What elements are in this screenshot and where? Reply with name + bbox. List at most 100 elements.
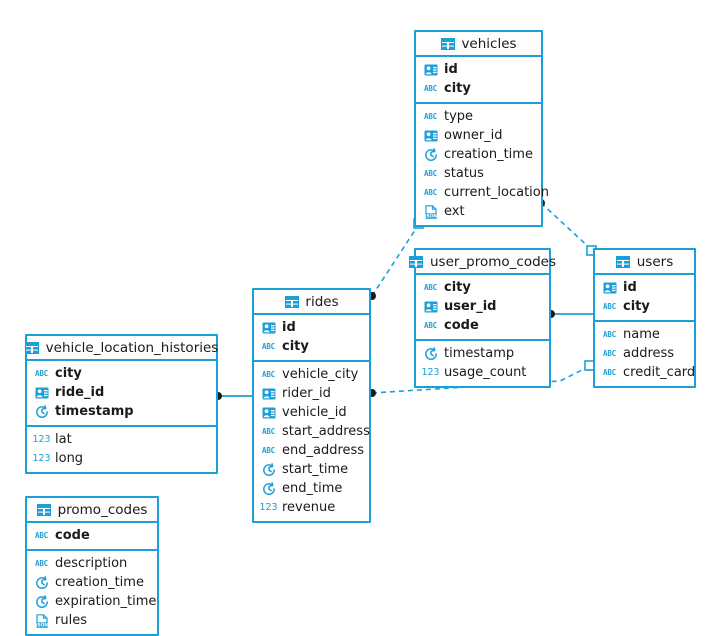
entity-header-rides[interactable]: rides <box>254 290 369 315</box>
field-rides-start_time[interactable]: start_time <box>254 460 369 479</box>
uuid-icon <box>423 129 438 143</box>
field-promo_codes-creation_time[interactable]: creation_time <box>27 573 157 592</box>
field-promo_codes-rules[interactable]: JSON rules <box>27 611 157 630</box>
field-name: lat <box>55 432 72 447</box>
field-vehicles-id[interactable]: id <box>416 60 541 79</box>
clock-icon <box>261 462 276 477</box>
entity-header-promo_codes[interactable]: promo_codes <box>27 498 157 523</box>
primary-key-group-promo_codes: ABC code <box>27 523 157 549</box>
table-icon <box>440 37 455 51</box>
field-users-address[interactable]: ABC address <box>595 344 694 363</box>
field-name: type <box>444 109 474 124</box>
relationship-user-promo-codes-users[interactable] <box>547 310 593 318</box>
field-vehicles-owner_id[interactable]: owner_id <box>416 126 541 145</box>
field-user_promo_codes-user_id[interactable]: user_id <box>416 297 549 316</box>
uuid-icon <box>261 321 276 335</box>
field-name: city <box>444 81 471 96</box>
table-icon <box>616 255 631 269</box>
field-users-id[interactable]: id <box>595 278 694 297</box>
uuid-icon <box>261 406 276 420</box>
entity-title: vehicle_location_histories <box>45 339 219 356</box>
field-promo_codes-expiration_time[interactable]: expiration_time <box>27 592 157 611</box>
field-vehicle_location_histories-timestamp[interactable]: timestamp <box>27 402 216 421</box>
field-name: vehicle_id <box>282 405 347 420</box>
clock-icon <box>34 575 49 590</box>
entity-header-vehicle_location_histories[interactable]: vehicle_location_histories <box>25 336 219 361</box>
entity-header-user_promo_codes[interactable]: user_promo_codes <box>409 250 556 275</box>
entity-header-users[interactable]: users <box>595 250 694 275</box>
field-name: code <box>55 528 90 543</box>
relationship-vehicle-location-histories-rides[interactable] <box>214 392 252 400</box>
field-name: credit_card <box>623 365 696 380</box>
field-rides-end_time[interactable]: end_time <box>254 479 369 498</box>
field-name: address <box>623 346 675 361</box>
table-icon <box>409 255 424 269</box>
field-name: timestamp <box>55 404 134 419</box>
field-name: description <box>55 556 128 571</box>
relationship-vehicles-users[interactable] <box>537 199 597 256</box>
field-name: ride_id <box>55 385 105 400</box>
field-vehicles-creation_time[interactable]: creation_time <box>416 145 541 164</box>
field-name: id <box>623 280 637 295</box>
svg-text:JSON: JSON <box>424 213 437 218</box>
svg-text:JSON: JSON <box>35 622 48 627</box>
field-name: start_time <box>282 462 349 477</box>
uuid-icon <box>261 387 276 401</box>
entity-title: promo_codes <box>57 501 148 518</box>
string-abc-icon: ABC <box>603 329 616 339</box>
field-vehicle_location_histories-lat[interactable]: 123 lat <box>27 430 216 449</box>
field-promo_codes-code[interactable]: ABC code <box>27 526 157 545</box>
field-rides-id[interactable]: id <box>254 318 369 337</box>
uuid-icon <box>423 300 438 314</box>
table-icon <box>37 503 52 517</box>
number-123-icon: 123 <box>32 433 51 445</box>
field-name: creation_time <box>55 575 144 590</box>
field-vehicle_location_histories-ride_id[interactable]: ride_id <box>27 383 216 402</box>
entity-header-vehicles[interactable]: vehicles <box>416 32 541 57</box>
uuid-icon <box>34 386 49 400</box>
string-abc-icon: ABC <box>603 348 616 358</box>
field-user_promo_codes-timestamp[interactable]: timestamp <box>416 344 549 363</box>
string-abc-icon: ABC <box>35 530 48 540</box>
field-rides-rider_id[interactable]: rider_id <box>254 384 369 403</box>
field-name: rules <box>55 613 87 628</box>
string-abc-icon: ABC <box>262 445 275 455</box>
string-abc-icon: ABC <box>424 187 437 197</box>
field-name: city <box>282 339 309 354</box>
field-rides-vehicle_id[interactable]: vehicle_id <box>254 403 369 422</box>
field-name: vehicle_city <box>282 367 359 382</box>
clock-icon <box>34 594 49 609</box>
clock-icon <box>423 147 438 162</box>
number-123-icon: 123 <box>259 501 278 513</box>
field-name: expiration_time <box>55 594 157 609</box>
field-name: status <box>444 166 484 181</box>
